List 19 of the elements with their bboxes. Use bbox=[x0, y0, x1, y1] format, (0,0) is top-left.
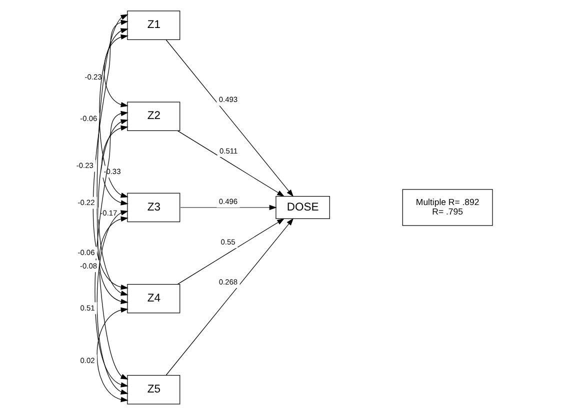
node-box: Z5 bbox=[127, 375, 180, 404]
node-box: Multiple R= .892 R= .795 bbox=[402, 189, 493, 226]
arrow bbox=[166, 40, 294, 197]
arrow bbox=[99, 28, 128, 198]
arrow bbox=[94, 110, 128, 388]
arrow bbox=[177, 218, 285, 284]
arrow bbox=[104, 34, 128, 108]
node-box: Z1 bbox=[127, 10, 180, 40]
arrow bbox=[92, 20, 128, 290]
arrow bbox=[166, 218, 294, 376]
node-box: DOSE bbox=[276, 196, 330, 220]
node-box: Z4 bbox=[127, 284, 180, 314]
node-box: Z2 bbox=[127, 102, 180, 132]
node-box: Z3 bbox=[127, 192, 180, 222]
arrow bbox=[180, 204, 277, 210]
arrow bbox=[96, 210, 128, 394]
arrow bbox=[96, 307, 128, 402]
arrow bbox=[177, 130, 285, 197]
arrow bbox=[99, 216, 128, 304]
